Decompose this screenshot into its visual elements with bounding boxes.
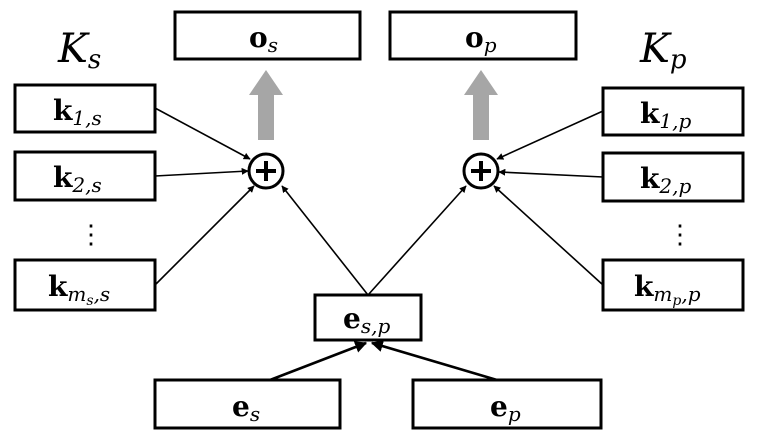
svg-text:ep: ep (490, 390, 521, 426)
svg-text:es,p: es,p (343, 302, 390, 338)
svg-text:k1,s: k1,s (53, 94, 102, 130)
arrow-es-to-esp (269, 341, 368, 382)
arrow-k2p-to-sum (498, 168, 604, 178)
arrow-k1s-to-sum (154, 107, 251, 160)
left-sum-node (247, 152, 285, 190)
right-sum-node (462, 152, 500, 190)
right-key-1: k1,p (601, 86, 745, 137)
left-key-m: kms,s (13, 258, 157, 312)
svg-text:k2,p: k2,p (640, 162, 691, 198)
svg-text:kmp,p: kmp,p (634, 270, 701, 309)
svg-text:k1,p: k1,p (640, 97, 691, 133)
left-key-2: k2,s (13, 150, 157, 202)
arrow-ep-to-esp (370, 340, 498, 382)
output-box-right: op (388, 10, 578, 61)
right-key-2: k2,p (601, 151, 745, 203)
arrow-esp-to-right-sum (367, 185, 467, 296)
svg-text:os: os (249, 21, 278, 57)
right-key-m: kmp,p (601, 258, 745, 312)
right-ellipsis: ⋮ (667, 220, 693, 250)
joint-embedding-box: es,p (313, 293, 423, 342)
left-key-1: k1,s (13, 83, 157, 134)
svg-text:k2,s: k2,s (53, 161, 102, 197)
svg-text:es: es (232, 390, 260, 426)
svg-text:op: op (465, 21, 497, 57)
right-set-label: Kp (639, 26, 687, 75)
left-set-label: Ks (57, 26, 101, 75)
right-up-arrow (464, 70, 498, 140)
output-box-left: os (173, 10, 362, 61)
arrow-kms-to-sum (154, 185, 255, 286)
arrow-esp-to-left-sum (281, 185, 369, 296)
arrow-kmp-to-sum (493, 185, 604, 286)
arrow-k2s-to-sum (154, 167, 249, 177)
svg-text:kms,s: kms,s (48, 270, 110, 309)
input-box-left: es (153, 378, 342, 430)
input-box-right: ep (411, 378, 603, 430)
arrow-k1p-to-sum (496, 110, 604, 160)
left-ellipsis: ⋮ (78, 220, 104, 250)
left-up-arrow (249, 70, 283, 140)
